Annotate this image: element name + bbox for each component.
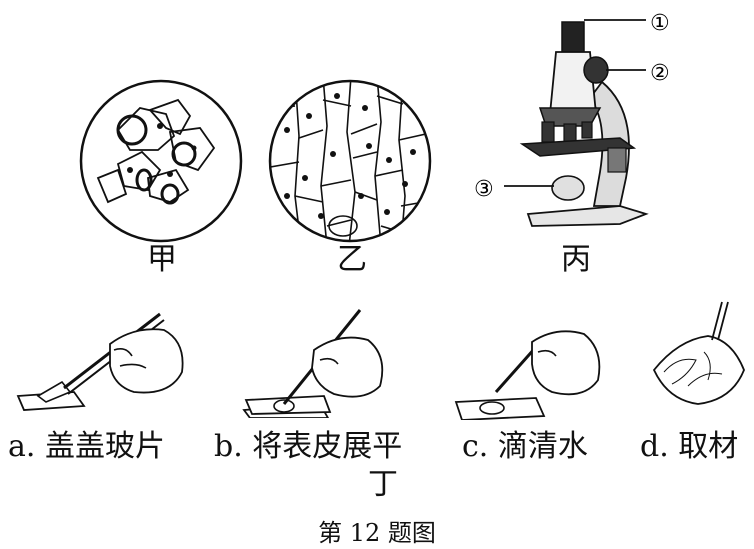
step-c-illustration [452,316,612,420]
step-b-illustration [240,306,400,418]
microscope: ① ② ③ [470,2,692,237]
figure-label-bing: 丙 [561,242,591,277]
coarse-focus-knob [583,56,609,84]
step-label-b-line2: 丁 [368,467,398,502]
microscope-icon: ① ② ③ [474,11,670,227]
onion-cells-icon [268,79,432,243]
figure-caption: 第 12 题图 [318,519,436,547]
part-label-2: ② [650,61,670,86]
eyepiece [561,21,585,53]
onion-cells-view [265,76,435,246]
needle-spread-icon [242,309,384,418]
mirror [551,175,585,201]
figure-label-yi: 乙 [337,242,367,277]
step-d-illustration [648,300,750,410]
dropper-icon [454,330,601,420]
step-a-illustration [14,306,194,416]
step-label-d: d. 取材 [640,429,739,464]
cheek-cells-view [78,78,244,244]
step-label-c: c. 滴清水 [462,429,588,464]
tweezers-cover-slip-icon [16,312,184,411]
step-label-b-line1: b. 将表皮展平 [214,429,403,464]
step-label-a: a. 盖盖玻片 [8,429,165,464]
cheek-cells-icon [79,79,243,243]
part-label-1: ① [650,11,670,36]
figure-label-jia: 甲 [147,242,177,277]
onion-scale-icon [652,301,745,405]
part-label-3: ③ [474,177,494,202]
